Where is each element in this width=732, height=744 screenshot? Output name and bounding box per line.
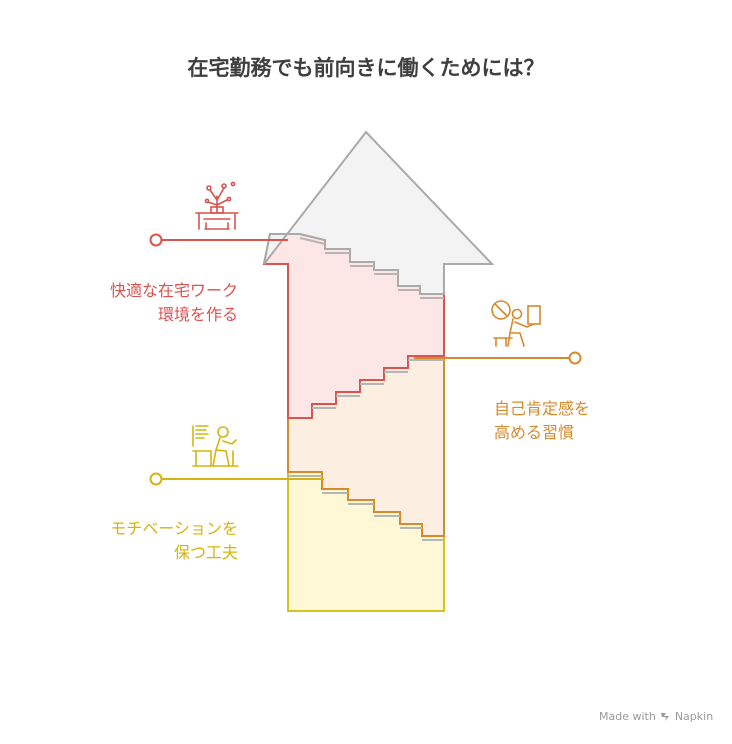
napkin-watermark[interactable]: Made with Napkin	[599, 710, 713, 723]
step-label-line: 自己肯定感を	[494, 399, 591, 418]
watermark-brand: Napkin	[674, 710, 714, 723]
connector-dot-yellow	[149, 472, 163, 486]
diagram-title: 在宅勤務でも前向きに働くためには？	[187, 56, 545, 80]
watermark-prefix: Made with	[599, 710, 656, 723]
step-edges	[288, 237, 444, 541]
desk-plant-icon	[195, 181, 239, 230]
step-label-line: モチベーションを	[110, 519, 238, 538]
step-label-line: 環境を作る	[157, 305, 238, 324]
step-label-line: 高める習慣	[494, 423, 575, 442]
person-no-sign-icon	[491, 300, 541, 347]
step-label-motivation: モチベーションを 保つ工夫	[40, 517, 238, 565]
connector-dot-orange	[568, 351, 582, 365]
step-label-line: 保つ工夫	[173, 543, 238, 562]
connector-dot-red	[149, 233, 163, 247]
step-label-self-esteem: 自己肯定感を 高める習慣	[494, 397, 694, 445]
step-label-work-environment: 快適な在宅ワーク 環境を作る	[60, 279, 238, 327]
person-at-desk-icon	[192, 425, 239, 467]
napkin-logo-icon	[660, 713, 669, 721]
step-label-line: 快適な在宅ワーク	[109, 281, 238, 300]
